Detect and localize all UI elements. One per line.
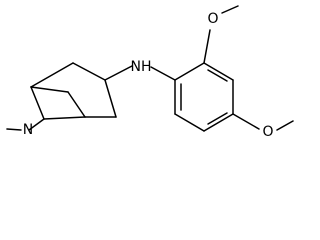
methoxy-oxygen-bottom-label: O (262, 124, 273, 140)
bicyclic-ring (28, 62, 117, 131)
bond (43, 116, 86, 120)
bond (104, 65, 133, 81)
bond (203, 113, 234, 132)
methoxy-oxygen-top-label: O (207, 11, 218, 27)
bond (72, 62, 106, 81)
benzene-ring (174, 62, 234, 132)
bridge-nitrogen-label: N (23, 122, 33, 138)
bond (67, 91, 86, 118)
bond (150, 66, 176, 81)
n-methyl-bond (6, 128, 22, 131)
amine-nh-label: NH (131, 59, 152, 75)
bond (30, 62, 74, 88)
chemical-structure: N NH O O (6, 5, 294, 140)
methoxy-bond (276, 120, 294, 131)
methoxy-bond (232, 113, 260, 130)
bond (104, 79, 117, 118)
double-bond (207, 69, 228, 82)
bond (203, 62, 234, 81)
bond (174, 62, 205, 81)
double-bond (207, 112, 228, 125)
methoxy-bond (221, 5, 239, 14)
bond (30, 86, 69, 93)
bond (28, 118, 45, 131)
bond (30, 86, 45, 120)
bond (174, 113, 205, 132)
methoxy-bond (203, 29, 211, 64)
